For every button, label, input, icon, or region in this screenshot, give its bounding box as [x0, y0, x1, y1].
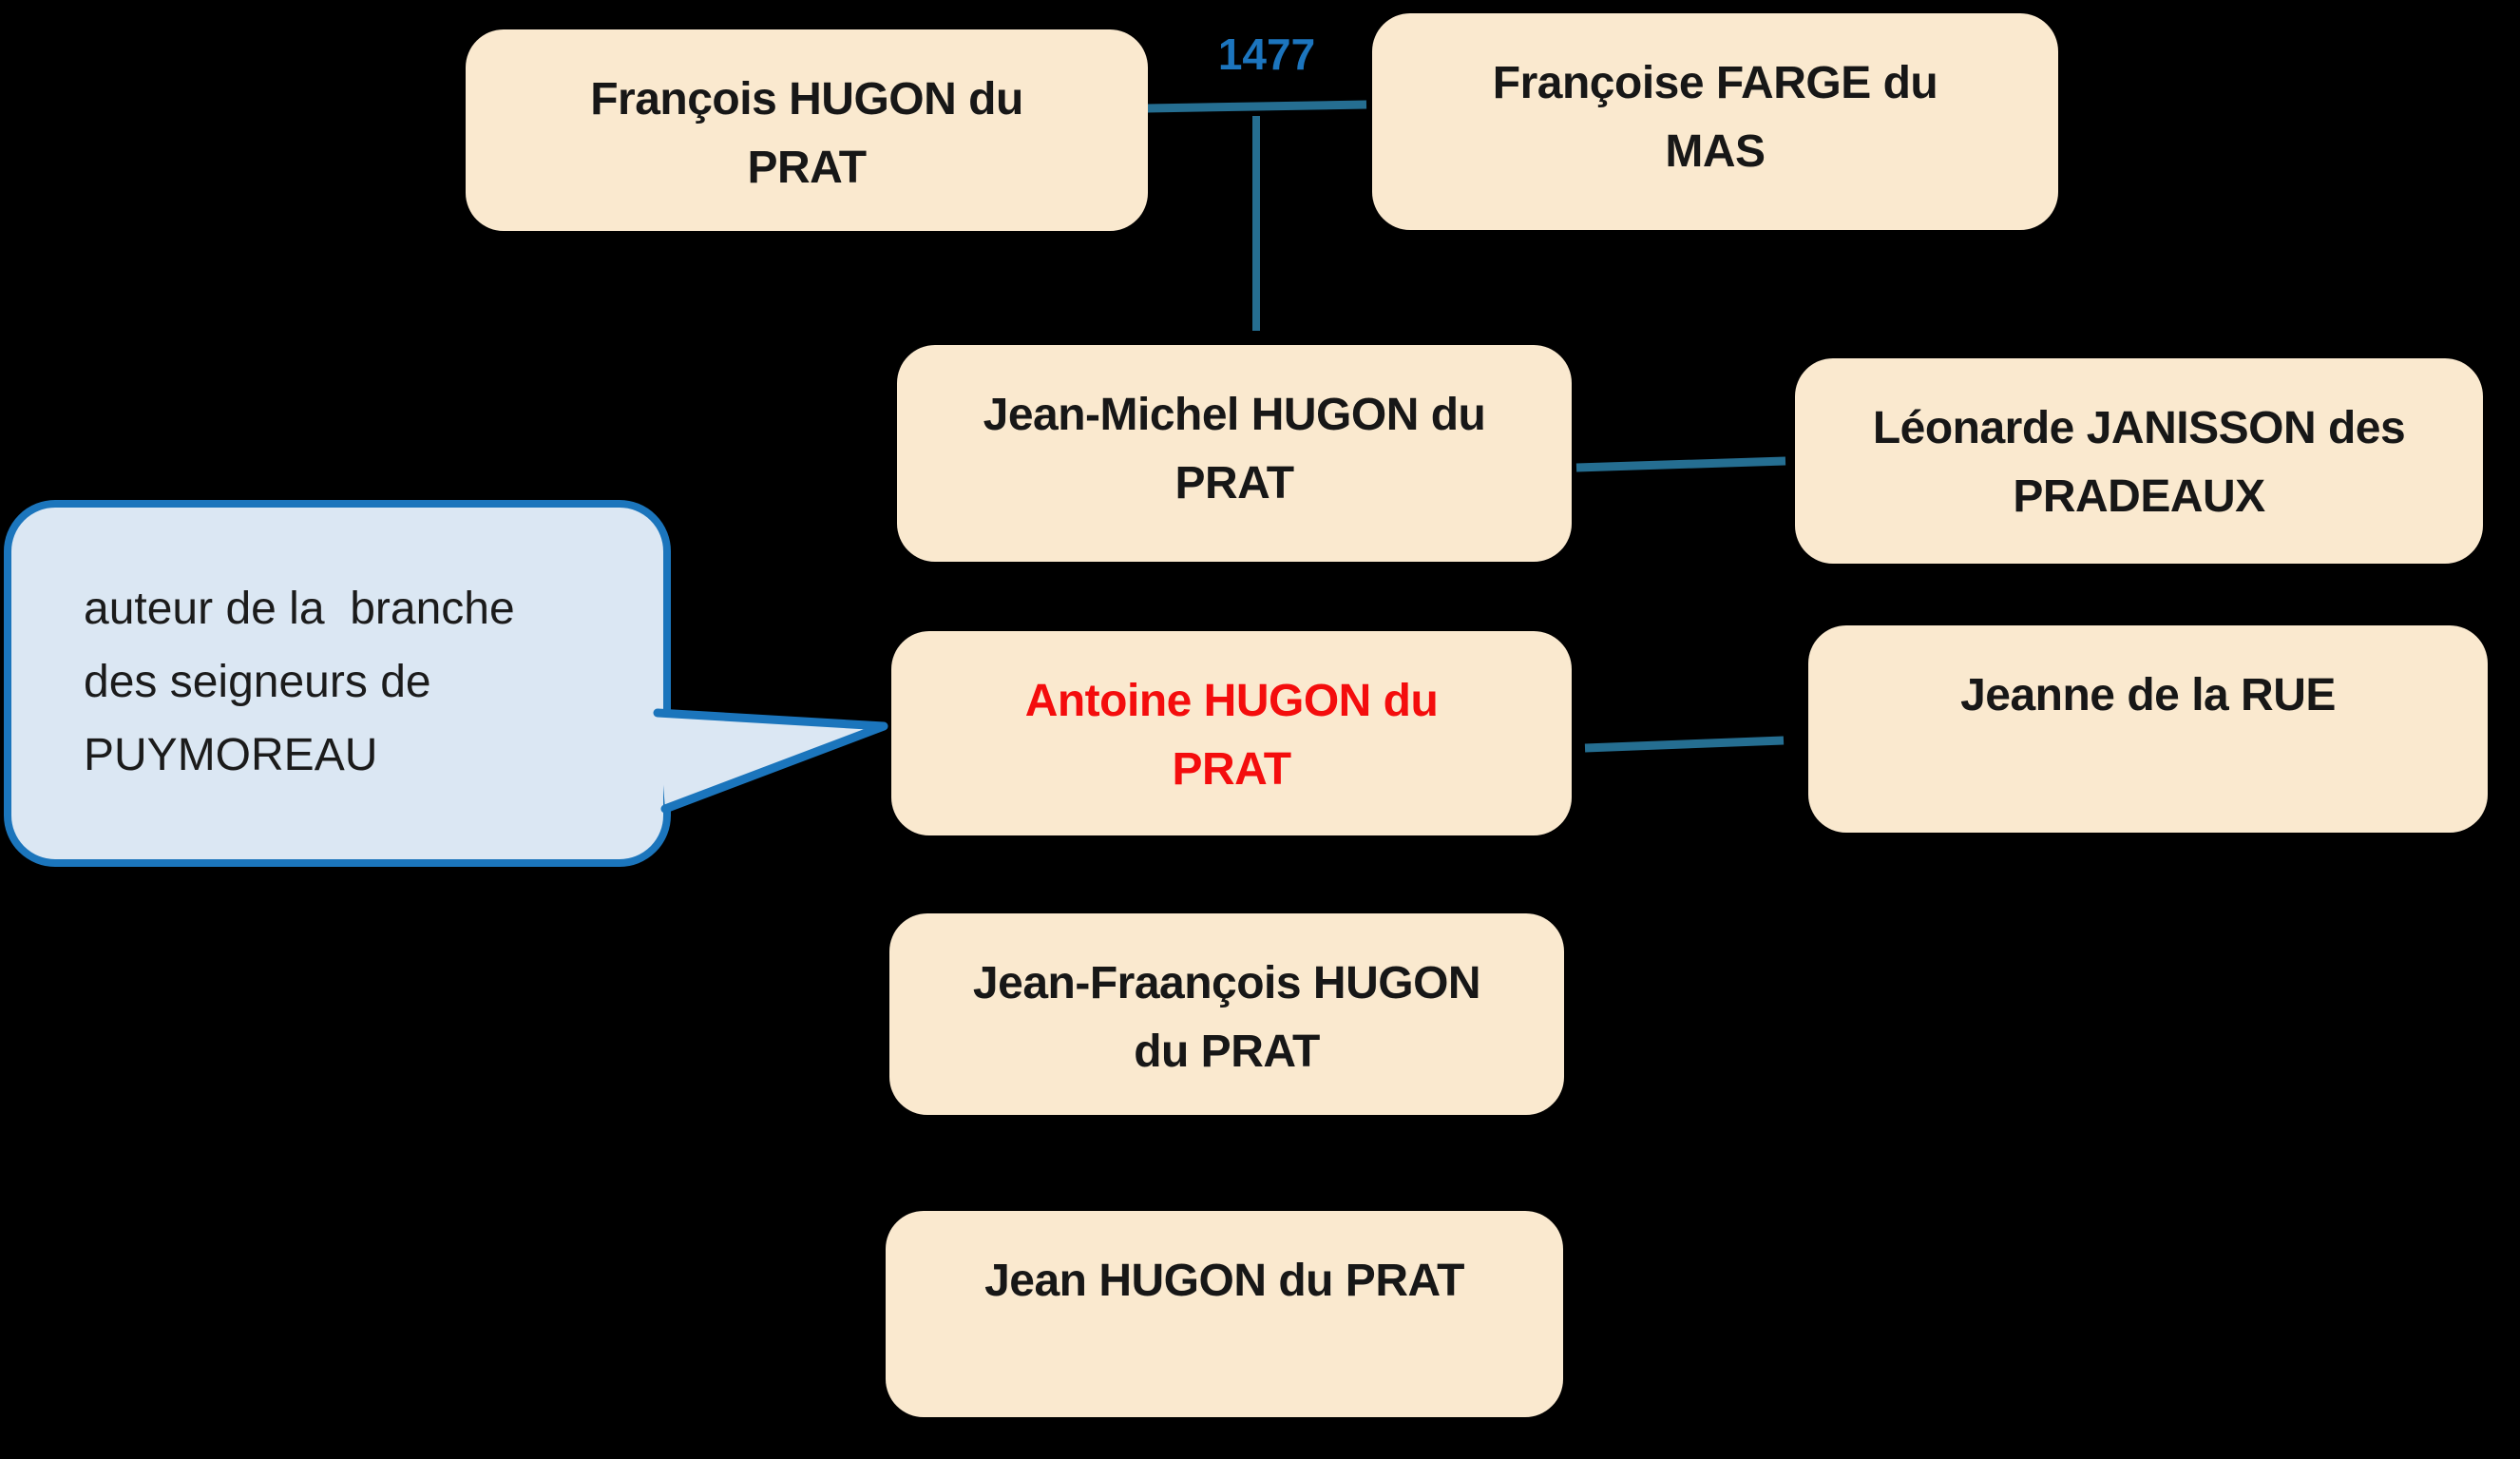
callout-bubble: auteur de la branche des seigneurs de PU…	[4, 500, 671, 867]
node-label: Jean-Michel HUGON du PRAT	[983, 390, 1486, 509]
callout-tail	[653, 708, 888, 814]
marriage-line-jean-michel-leonarde	[1575, 456, 1786, 472]
marriage-year-label: 1477	[1217, 29, 1316, 79]
node-label: Léonarde JANISSON des PRADEAUX	[1872, 403, 2406, 522]
node-label: François HUGON du PRAT	[590, 74, 1023, 193]
node-label: Françoise FARGE du MAS	[1492, 58, 1938, 177]
callout-text: auteur de la branche des seigneurs de PU…	[84, 584, 515, 780]
node-label: Jean HUGON du PRAT	[984, 1256, 1464, 1306]
node-jeanne-de-la-rue: Jeanne de la RUE	[1808, 625, 2488, 833]
node-leonarde-janisson-des-pradeaux: Léonarde JANISSON des PRADEAUX	[1795, 358, 2483, 564]
marriage-line-antoine-jeanne	[1584, 736, 1785, 753]
node-jean-fraancois-hugon-du-prat: Jean-Fraançois HUGON du PRAT	[889, 913, 1564, 1115]
node-label: Jeanne de la RUE	[1960, 670, 2336, 720]
node-francois-hugon-du-prat: François HUGON du PRAT	[466, 29, 1148, 231]
node-jean-hugon-du-prat: Jean HUGON du PRAT	[886, 1211, 1563, 1417]
node-jean-michel-hugon-du-prat: Jean-Michel HUGON du PRAT	[897, 345, 1572, 562]
node-francoise-farge-du-mas: Françoise FARGE du MAS	[1372, 13, 2058, 230]
node-antoine-hugon-du-prat: Antoine HUGON du PRAT	[891, 631, 1572, 835]
node-label: Jean-Fraançois HUGON du PRAT	[972, 958, 1481, 1077]
node-label-highlighted: Antoine HUGON du PRAT	[1024, 676, 1439, 795]
marriage-line-1477	[1146, 100, 1367, 113]
